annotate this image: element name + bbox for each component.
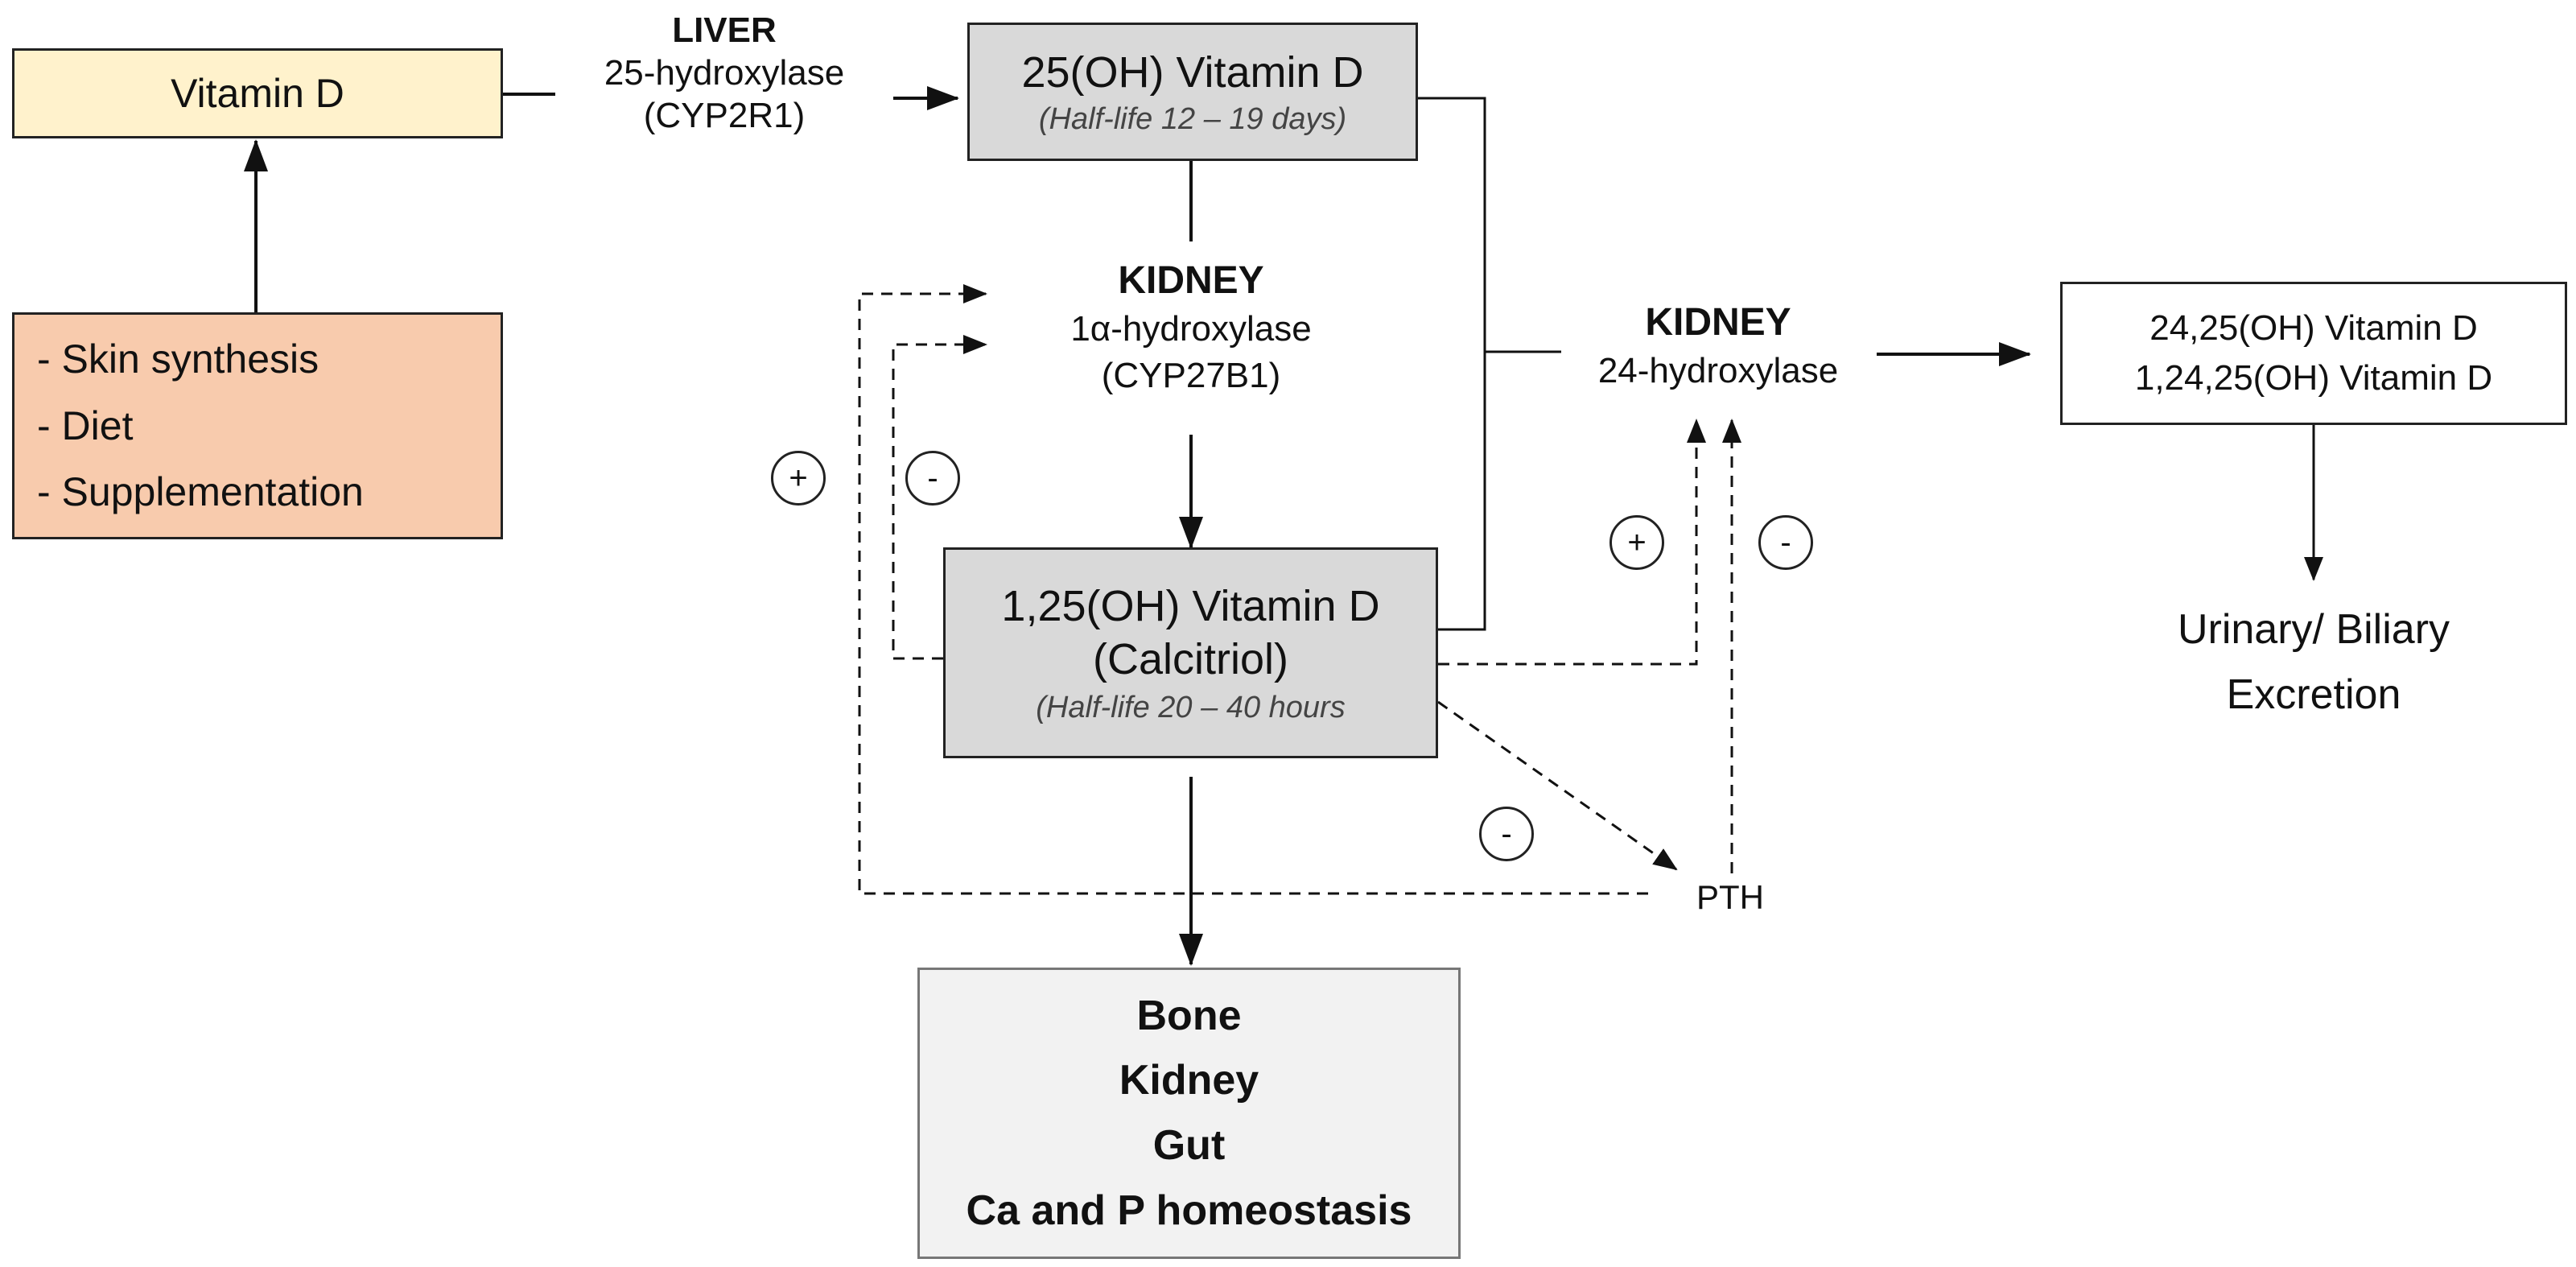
calcitriol-name: 1,25(OH) Vitamin D <box>1001 581 1380 630</box>
pth-to-kidney-1a-dashed-arrow <box>858 284 1648 895</box>
calcitriol-box: 1,25(OH) Vitamin D (Calcitriol) (Half-li… <box>943 547 1438 758</box>
liver-enzyme-label: LIVER 25-hydroxylase (CYP2R1) <box>547 10 901 137</box>
calcitriol-half-life: (Half-life 20 – 40 hours <box>1036 690 1346 724</box>
source-supplementation: - Supplementation <box>37 469 364 515</box>
calcitriol-alias: (Calcitriol) <box>1093 634 1288 683</box>
kidney-24-hydroxylase-label: KIDNEY 24-hydroxylase <box>1561 298 1875 394</box>
source-skin-synthesis: - Skin synthesis <box>37 336 319 382</box>
excretion-line-2: Excretion <box>2226 671 2401 718</box>
calcitriol-to-pth-dashed-arrow <box>1437 700 1678 871</box>
kidney-24-enzyme: 24-hydroxylase <box>1597 351 1839 391</box>
target-bone: Bone <box>1136 992 1242 1039</box>
25oh-to-kidney-24-bracket <box>1418 97 1486 631</box>
metabolite-24-25: 24,25(OH) Vitamin D <box>2149 308 2478 349</box>
kidney-24-organ: KIDNEY <box>1645 301 1791 344</box>
sources-box: - Skin synthesis - Diet - Supplementatio… <box>12 312 503 539</box>
kidney-1a-gene: (CYP27B1) <box>1101 355 1281 395</box>
vitd-25oh-name: 25(OH) Vitamin D <box>1021 47 1364 97</box>
calcitriol-to-kidney-24-dashed-arrow <box>1438 419 1706 666</box>
calcitriol-to-kidney-1a-dashed-arrow <box>892 335 987 660</box>
kidney-1a-organ: KIDNEY <box>1118 259 1264 302</box>
vitd-25oh-half-life: (Half-life 12 – 19 days) <box>1038 101 1347 136</box>
target-kidney: Kidney <box>1119 1057 1259 1104</box>
plus-sign-calcitriol-24: + <box>1609 515 1664 570</box>
vitamin-d-label: Vitamin D <box>171 71 344 116</box>
minus-sign-calcitriol-1a: - <box>905 451 960 506</box>
liver-organ: LIVER <box>672 10 777 50</box>
minus-sign-calcitriol-pth: - <box>1479 807 1534 861</box>
vitamin-d-box: Vitamin D <box>12 48 503 138</box>
liver-enzyme: 25-hydroxylase <box>604 52 845 93</box>
source-diet: - Diet <box>37 402 134 448</box>
target-gut: Gut <box>1152 1122 1226 1169</box>
pth-text: PTH <box>1696 878 1764 916</box>
liver-gene: (CYP2R1) <box>643 95 806 135</box>
metabolite-1-24-25: 1,24,25(OH) Vitamin D <box>2134 358 2493 398</box>
excretion-line-1: Urinary/ Biliary <box>2177 606 2450 653</box>
targets-box: Bone Kidney Gut Ca and P homeostasis <box>917 968 1461 1259</box>
plus-sign-pth-1a: + <box>771 451 826 506</box>
vitd-25oh-box: 25(OH) Vitamin D (Half-life 12 – 19 days… <box>967 23 1418 161</box>
kidney-1a-hydroxylase-label: KIDNEY 1α-hydroxylase (CYP27B1) <box>998 256 1384 398</box>
pth-label: PTH <box>1670 877 1791 918</box>
kidney-1a-enzyme: 1α-hydroxylase <box>1070 309 1312 349</box>
minus-sign-pth-24: - <box>1758 515 1813 570</box>
excretion-label: Urinary/ Biliary Excretion <box>2092 597 2535 727</box>
metabolites-box: 24,25(OH) Vitamin D 1,24,25(OH) Vitamin … <box>2060 282 2567 425</box>
target-ca-p-homeostasis: Ca and P homeostasis <box>966 1187 1412 1234</box>
